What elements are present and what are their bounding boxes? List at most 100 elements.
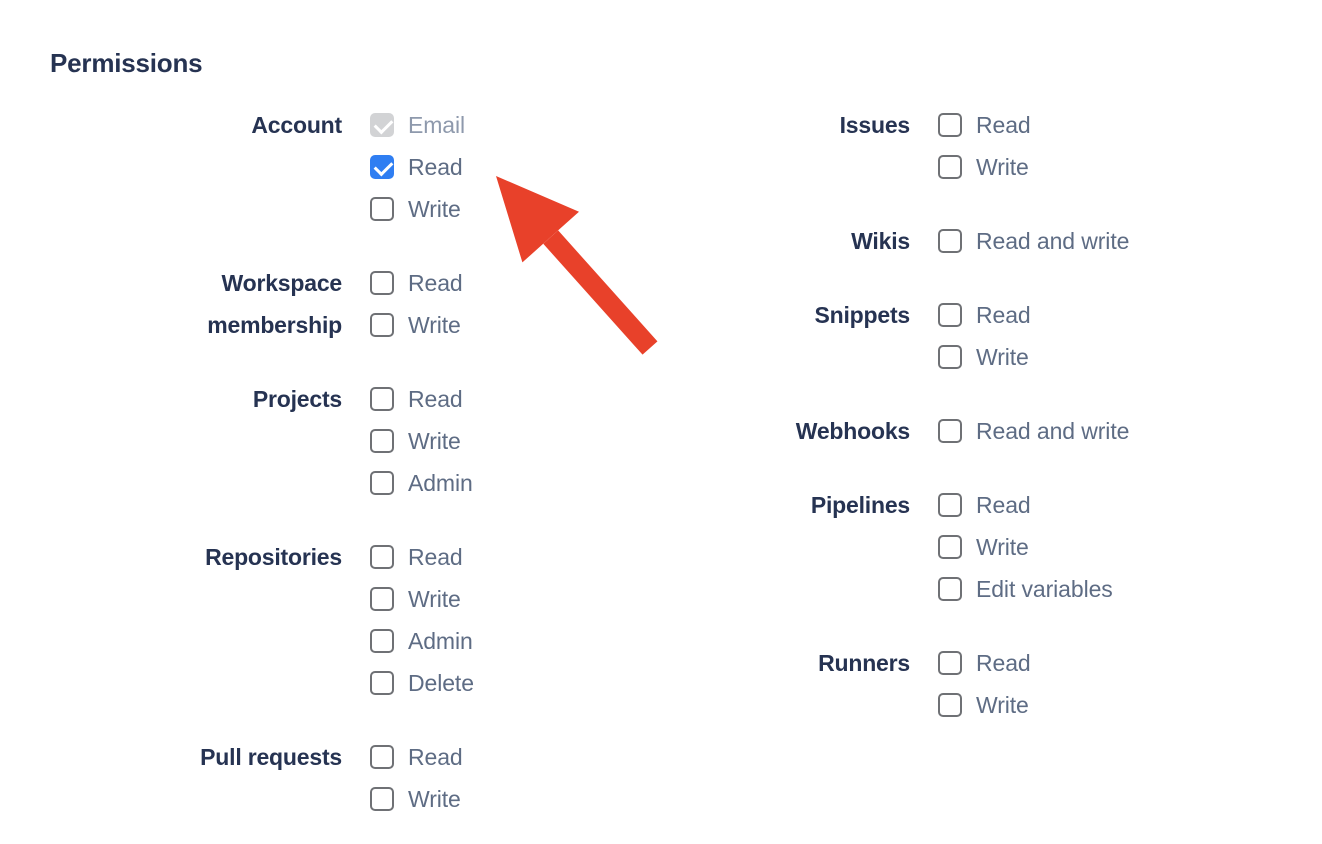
- checkbox-label: Read and write: [976, 417, 1130, 444]
- checkbox-label: Read: [976, 491, 1031, 518]
- checkbox-label: Read: [976, 111, 1031, 138]
- permission-checkbox-row[interactable]: Write: [938, 146, 1210, 188]
- permission-group-label: Projects: [252, 386, 342, 412]
- checkbox-write[interactable]: [370, 587, 394, 611]
- permission-group-label: Workspace membership: [207, 270, 342, 338]
- permission-checkbox-row[interactable]: Write: [370, 578, 620, 620]
- checkbox-read[interactable]: [370, 387, 394, 411]
- permission-checkbox-row[interactable]: Read: [370, 736, 620, 778]
- permission-checkbox-row[interactable]: Write: [370, 188, 620, 230]
- checkbox-admin[interactable]: [370, 629, 394, 653]
- permission-option-list: Read and write: [938, 220, 1210, 262]
- checkbox-label: Admin: [408, 627, 473, 654]
- checkbox-label: Email: [408, 111, 466, 138]
- permission-checkbox-row[interactable]: Write: [370, 778, 620, 820]
- checkbox-label: Write: [976, 691, 1029, 718]
- permission-checkbox-row[interactable]: Edit variables: [938, 568, 1210, 610]
- check-icon: [373, 114, 394, 135]
- permission-group-label: Wikis: [851, 228, 910, 254]
- permission-checkbox-row[interactable]: Write: [938, 336, 1210, 378]
- checkbox-read-and-write[interactable]: [938, 419, 962, 443]
- permission-checkbox-row[interactable]: Admin: [370, 620, 620, 662]
- permission-checkbox-row[interactable]: Read and write: [938, 410, 1210, 452]
- permission-checkbox-row[interactable]: Email: [370, 104, 620, 146]
- checkbox-admin[interactable]: [370, 471, 394, 495]
- permission-option-list: Read and write: [938, 410, 1210, 452]
- checkbox-label: Read: [408, 385, 463, 412]
- checkbox-label: Write: [408, 195, 461, 222]
- checkbox-delete[interactable]: [370, 671, 394, 695]
- checkbox-read[interactable]: [370, 745, 394, 769]
- permission-checkbox-row[interactable]: Read: [938, 642, 1210, 684]
- checkbox-write[interactable]: [938, 155, 962, 179]
- checkbox-read[interactable]: [938, 113, 962, 137]
- permission-checkbox-row[interactable]: Write: [370, 420, 620, 462]
- checkbox-read[interactable]: [370, 271, 394, 295]
- checkbox-edit-variables[interactable]: [938, 577, 962, 601]
- permission-checkbox-row[interactable]: Write: [370, 304, 620, 346]
- permission-group-label: Snippets: [814, 302, 910, 328]
- permission-checkbox-row[interactable]: Admin: [370, 462, 620, 504]
- checkbox-label: Write: [408, 785, 461, 812]
- checkbox-label: Write: [976, 153, 1029, 180]
- permission-group-label: Repositories: [205, 544, 342, 570]
- checkbox-read[interactable]: [938, 493, 962, 517]
- checkbox-read[interactable]: [938, 303, 962, 327]
- checkbox-label: Write: [976, 343, 1029, 370]
- checkbox-write[interactable]: [938, 693, 962, 717]
- checkbox-label: Read and write: [976, 227, 1130, 254]
- checkbox-write[interactable]: [370, 787, 394, 811]
- permission-group-label: Issues: [839, 112, 911, 138]
- checkbox-read-and-write[interactable]: [938, 229, 962, 253]
- checkbox-label: Read: [408, 153, 463, 180]
- checkbox-read[interactable]: [938, 651, 962, 675]
- checkbox-label: Admin: [408, 469, 473, 496]
- permission-group-label: Webhooks: [795, 418, 910, 444]
- checkbox-label: Delete: [408, 669, 474, 696]
- checkbox-label: Edit variables: [976, 575, 1113, 602]
- checkbox-write[interactable]: [938, 345, 962, 369]
- permission-group-label: Account: [251, 112, 342, 138]
- checkbox-write[interactable]: [370, 313, 394, 337]
- permission-checkbox-row[interactable]: Read: [938, 104, 1210, 146]
- permission-group: Webhooks Read and write: [590, 410, 1210, 452]
- permission-checkbox-row[interactable]: Read: [938, 484, 1210, 526]
- permission-checkbox-row[interactable]: Write: [938, 526, 1210, 568]
- checkbox-label: Write: [408, 427, 461, 454]
- checkbox-write[interactable]: [938, 535, 962, 559]
- checkbox-write[interactable]: [370, 197, 394, 221]
- permission-checkbox-row[interactable]: Read and write: [938, 220, 1210, 262]
- permission-checkbox-row[interactable]: Read: [938, 294, 1210, 336]
- permission-checkbox-row[interactable]: Read: [370, 146, 620, 188]
- check-icon: [373, 156, 394, 177]
- checkbox-write[interactable]: [370, 429, 394, 453]
- permission-checkbox-row[interactable]: Delete: [370, 662, 620, 704]
- checkbox-label: Read: [976, 301, 1031, 328]
- permission-checkbox-row[interactable]: Read: [370, 262, 620, 304]
- checkbox-read[interactable]: [370, 545, 394, 569]
- checkbox-email: [370, 113, 394, 137]
- permission-checkbox-row[interactable]: Write: [938, 684, 1210, 726]
- permission-group-label: Pull requests: [200, 744, 342, 770]
- checkbox-label: Read: [408, 269, 463, 296]
- checkbox-read[interactable]: [370, 155, 394, 179]
- permission-checkbox-row[interactable]: Read: [370, 378, 620, 420]
- permission-checkbox-row[interactable]: Read: [370, 536, 620, 578]
- permission-group-label: Runners: [818, 650, 910, 676]
